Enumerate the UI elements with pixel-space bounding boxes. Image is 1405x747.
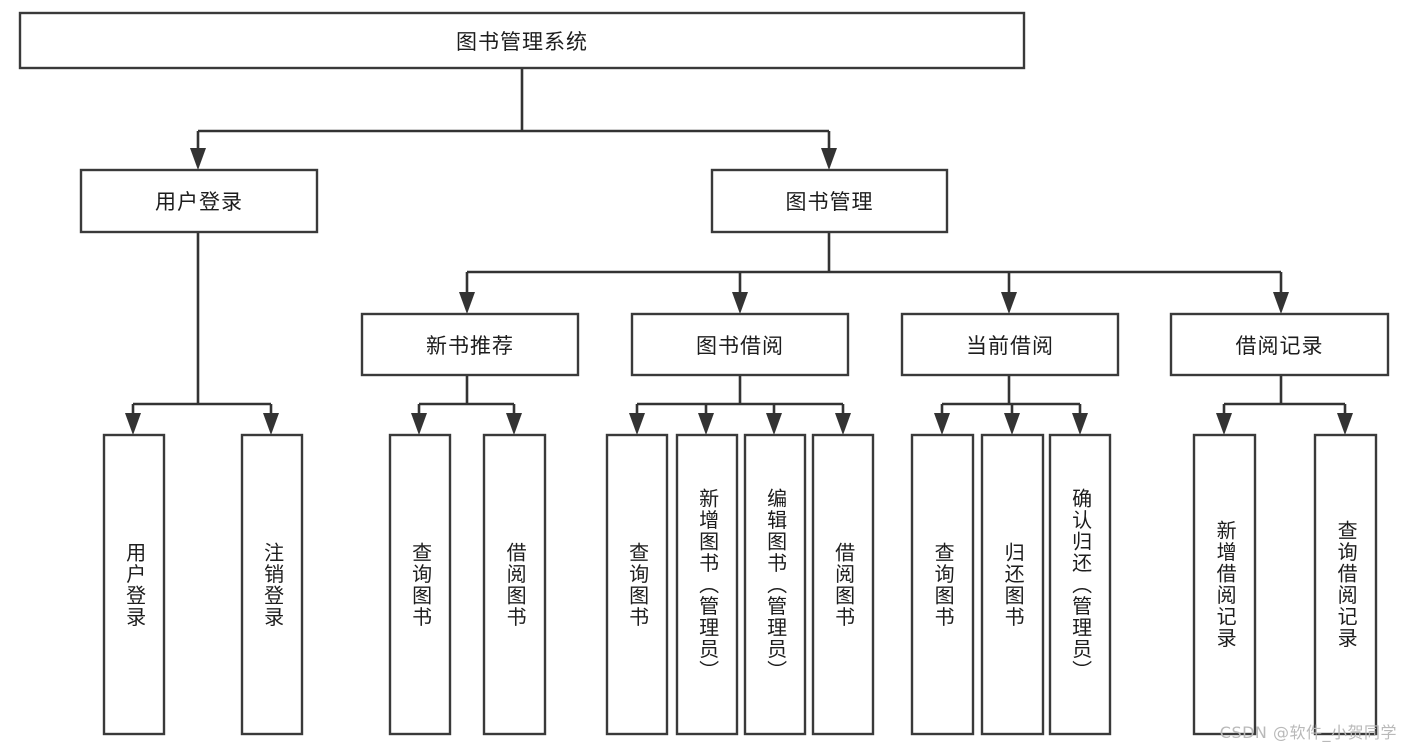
node-leaf-borrow-book-recommend[interactable] bbox=[482, 433, 547, 736]
node-leaf-user-login[interactable] bbox=[102, 433, 166, 736]
arrow-head-icon bbox=[1273, 292, 1289, 314]
arrow-head-icon bbox=[698, 413, 714, 435]
node-leaf-confirm-return-admin[interactable] bbox=[1048, 433, 1112, 736]
node-leaf-add-borrow-record[interactable] bbox=[1192, 433, 1257, 736]
node-leaf-logout-login[interactable] bbox=[240, 433, 304, 736]
arrow-head-icon bbox=[125, 413, 141, 435]
node-leaf-add-book-admin[interactable] bbox=[675, 433, 739, 736]
connector-layer bbox=[125, 68, 1353, 435]
arrow-head-icon bbox=[1001, 292, 1017, 314]
node-leaf-query-book-current[interactable] bbox=[910, 433, 975, 736]
arrow-head-icon bbox=[263, 413, 279, 435]
arrow-head-icon bbox=[821, 148, 837, 170]
node-box-layer bbox=[18, 11, 1390, 736]
node-user-login[interactable] bbox=[79, 168, 319, 234]
node-leaf-query-book-recommend[interactable] bbox=[388, 433, 452, 736]
arrow-head-icon bbox=[766, 413, 782, 435]
arrow-head-icon bbox=[190, 148, 206, 170]
arrow-head-icon bbox=[934, 413, 950, 435]
node-book-management[interactable] bbox=[710, 168, 949, 234]
arrow-head-icon bbox=[506, 413, 522, 435]
node-current-borrow[interactable] bbox=[900, 312, 1120, 377]
node-new-book-recommend[interactable] bbox=[360, 312, 580, 377]
node-book-borrow[interactable] bbox=[630, 312, 850, 377]
arrow-head-icon bbox=[1216, 413, 1232, 435]
arrow-head-icon bbox=[411, 413, 427, 435]
arrow-head-icon bbox=[459, 292, 475, 314]
node-borrow-record[interactable] bbox=[1169, 312, 1390, 377]
node-leaf-query-borrow-record[interactable] bbox=[1313, 433, 1378, 736]
node-leaf-return-book[interactable] bbox=[980, 433, 1045, 736]
node-leaf-borrow-book[interactable] bbox=[811, 433, 875, 736]
node-leaf-edit-book-admin[interactable] bbox=[743, 433, 807, 736]
arrow-head-icon bbox=[835, 413, 851, 435]
arrow-head-icon bbox=[629, 413, 645, 435]
node-root-图书管理系统[interactable] bbox=[18, 11, 1026, 70]
arrow-head-icon bbox=[1004, 413, 1020, 435]
arrow-head-icon bbox=[732, 292, 748, 314]
arrow-head-icon bbox=[1072, 413, 1088, 435]
node-leaf-query-book-borrow[interactable] bbox=[605, 433, 669, 736]
arrow-head-icon bbox=[1337, 413, 1353, 435]
